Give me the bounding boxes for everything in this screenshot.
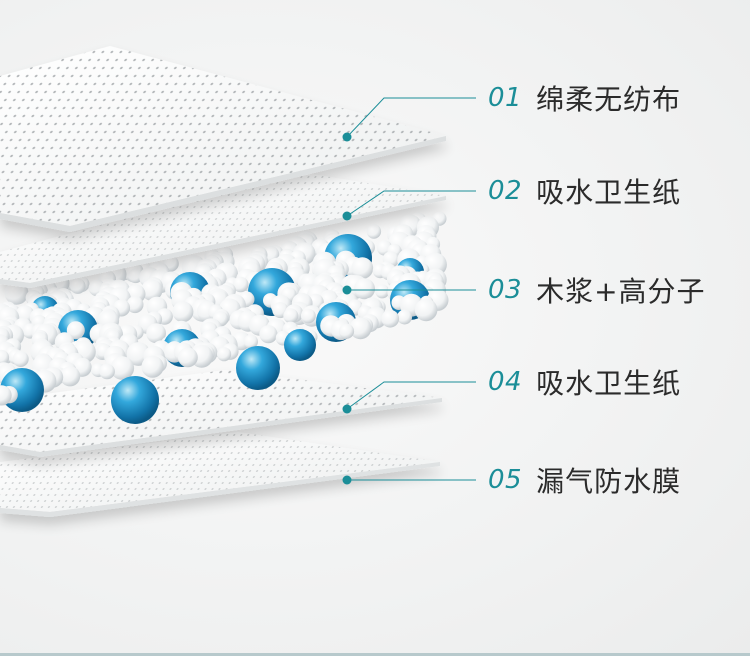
leader-04	[346, 381, 476, 410]
pulp-sphere	[338, 323, 355, 339]
pulp-sphere	[128, 268, 143, 284]
pulp-sphere	[232, 276, 249, 293]
layer-number: 01	[488, 83, 523, 113]
layer-number: 05	[488, 465, 523, 495]
pulp-sphere	[178, 347, 198, 368]
layer-name: 绵柔无纺布	[536, 83, 682, 116]
pulp-sphere	[259, 325, 278, 344]
layer-02-sheet	[0, 172, 446, 288]
pulp-sphere	[141, 355, 164, 378]
pulp-sphere	[0, 385, 12, 406]
pulp-sphere	[110, 356, 135, 380]
leader-lines	[346, 97, 476, 481]
leader-01	[346, 97, 476, 138]
layer-label-02: 02 吸水卫生纸	[488, 171, 681, 211]
pulp-sphere	[349, 317, 372, 340]
pulp-sphere	[126, 296, 144, 314]
pulp-sphere	[397, 309, 413, 325]
pulp-sphere	[66, 321, 85, 340]
pulp-sphere	[141, 279, 163, 301]
layer-name: 吸水卫生纸	[536, 367, 682, 400]
leader-dot-04	[342, 404, 352, 414]
pulp-sphere	[354, 278, 375, 300]
pulp-sphere	[217, 347, 232, 362]
pulp-sphere	[375, 284, 390, 299]
pulp-sphere	[301, 308, 316, 324]
layer-05-sheet	[0, 432, 440, 517]
pulp-sphere	[99, 363, 115, 380]
polymer-bead	[111, 376, 159, 424]
layer-label-04: 04 吸水卫生纸	[488, 362, 681, 402]
layer-number: 02	[488, 176, 523, 206]
layer-name: 吸水卫生纸	[536, 176, 682, 209]
layer-name: 木浆+高分子	[536, 275, 706, 308]
pulp-sphere	[146, 323, 167, 344]
leader-dot-03	[342, 285, 352, 295]
layer-name: 漏气防水膜	[536, 465, 682, 498]
pulp-sphere	[366, 224, 382, 239]
leader-dot-05	[342, 475, 352, 485]
layer-number: 04	[488, 367, 523, 397]
polymer-bead	[236, 346, 280, 390]
pulp-sphere	[60, 366, 81, 387]
layer-label-01: 01 绵柔无纺布	[488, 78, 681, 118]
polymer-bead	[284, 329, 316, 361]
leader-dots	[342, 132, 352, 485]
pulp-sphere	[70, 278, 86, 294]
layer-number: 03	[488, 275, 523, 305]
pulp-sphere	[0, 349, 10, 365]
pulp-sphere	[283, 308, 299, 324]
leader-dot-01	[342, 132, 352, 142]
pulp-sphere	[414, 298, 438, 322]
pulp-sphere	[351, 257, 374, 280]
layer-01-sheet	[0, 46, 446, 232]
leader-02	[346, 190, 476, 217]
leader-dot-02	[342, 211, 352, 221]
pulp-sphere	[243, 334, 258, 349]
layer-label-03: 03 木浆+高分子	[488, 270, 706, 310]
pulp-sphere	[12, 351, 29, 367]
layer-04-sheet	[0, 370, 442, 457]
layer-03-core	[0, 211, 449, 424]
bottom-divider	[0, 653, 750, 656]
pulp-sphere	[172, 301, 194, 323]
pulp-sphere	[381, 309, 400, 328]
layer-label-05: 05 漏气防水膜	[488, 460, 681, 500]
